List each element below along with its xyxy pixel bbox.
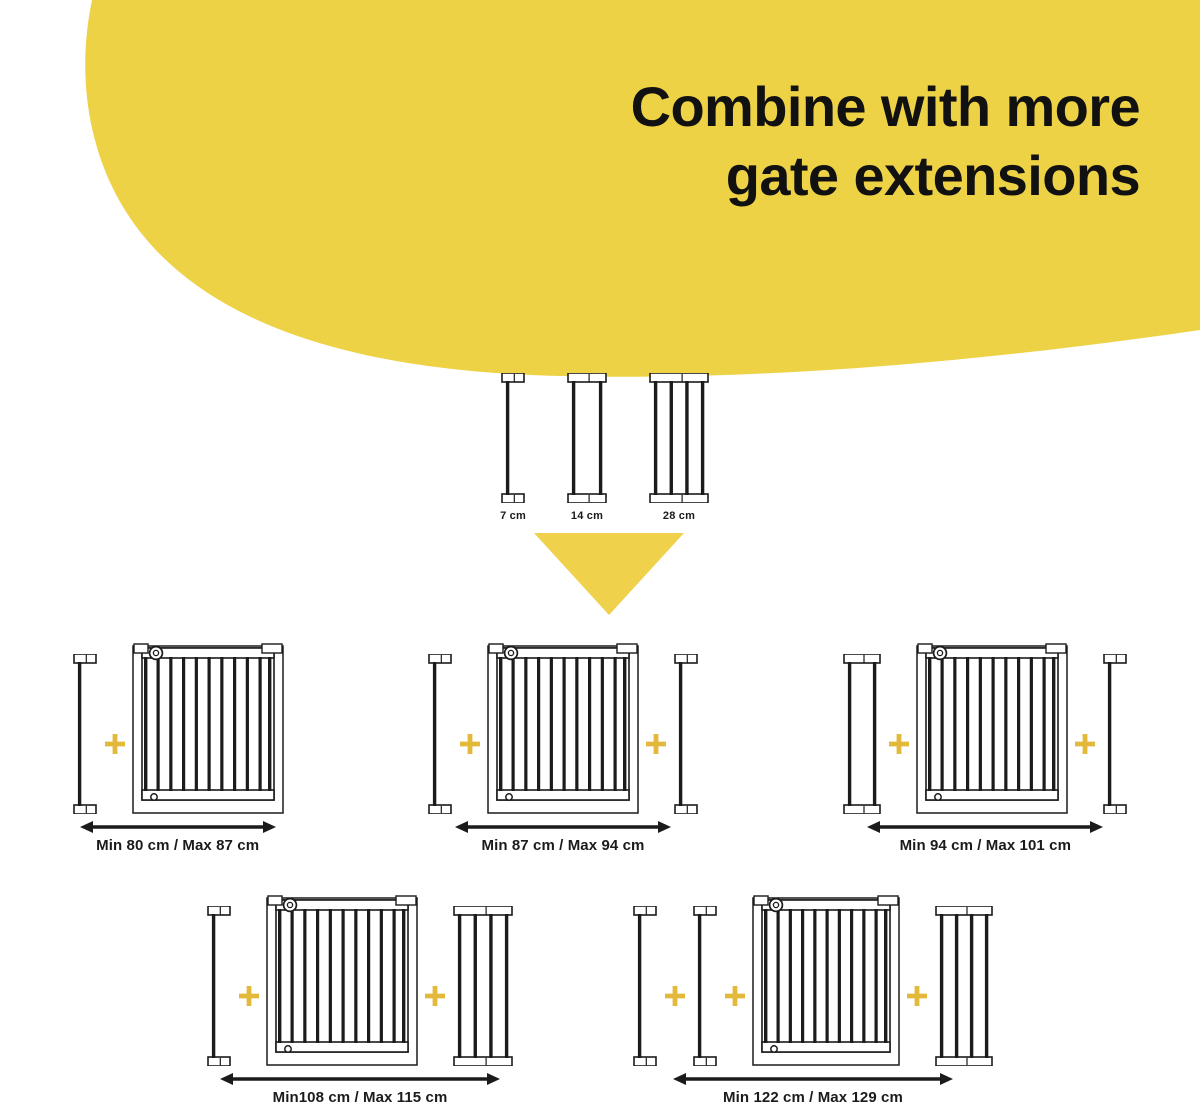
safety-gate-piece [752,895,900,1066]
gate-extension-piece [693,906,717,1066]
dimension-arrow [867,821,1104,833]
hero-banner: Combine with more gate extensions [0,0,1200,400]
gate-extension-piece [428,654,452,814]
plus-icon [889,734,910,754]
dimension-arrow [454,821,671,833]
safety-gate-piece [487,643,639,814]
extension-art-14cm [567,373,607,503]
page-title-line-2: gate extensions [725,144,1141,208]
configuration-row-bottom: Min108 cm / Max 115 cm Min 122 cm / Max 1… [0,888,1200,1106]
plus-icon [907,986,927,1006]
gate-configuration: Min 122 cm / Max 129 cm [632,888,994,1106]
extension-art-7cm [501,373,525,503]
dimension-label: Min 80 cm / Max 87 cm [96,837,260,854]
gate-configuration: Min108 cm / Max 115 cm [206,888,514,1106]
gate-configuration: Min 94 cm / Max 101 cm [842,636,1128,854]
plus-icon [665,986,685,1006]
plus-icon [425,986,445,1006]
configuration-art [632,888,994,1066]
dimension-label: Min 94 cm / Max 101 cm [899,837,1072,854]
gate-extension-piece [935,906,993,1066]
dimension-group: Min 87 cm / Max 94 cm [454,820,671,854]
extension-swatch-strip: 7 cm 14 cm 28 cm [500,362,710,522]
page-title-line-1: Combine with more [630,75,1141,138]
configuration-art [842,636,1128,814]
gate-extension-piece [633,906,657,1066]
plus-icon [104,734,125,754]
configuration-row-top: Min 80 cm / Max 87 cm Min 87 cm / Max 94 … [0,636,1200,854]
plus-icon [239,986,259,1006]
gate-extension-piece [207,906,231,1066]
dimension-group: Min 80 cm / Max 87 cm [79,820,276,854]
triangle-down-icon [534,533,684,615]
dimension-label: Min 87 cm / Max 94 cm [481,837,645,854]
gate-extension-piece [674,654,698,814]
plus-icon [459,734,480,754]
dimension-label: Min 122 cm / Max 129 cm [723,1089,903,1106]
gate-extension-piece [72,654,97,814]
configuration-art [206,888,514,1066]
extension-swatch: 14 cm [566,373,608,522]
configuration-art [427,636,699,814]
extension-size-label: 28 cm [662,510,696,522]
gate-configuration: Min 87 cm / Max 94 cm [427,636,699,854]
dimension-group: Min 94 cm / Max 101 cm [867,820,1104,854]
gate-extension-piece [1103,654,1128,814]
gate-extension-piece [453,906,513,1066]
extension-size-label: 14 cm [570,510,604,522]
gate-extension-piece [843,654,882,814]
plus-icon [1075,734,1096,754]
dimension-label: Min108 cm / Max 115 cm [272,1089,448,1106]
extension-size-label: 7 cm [500,510,526,522]
safety-gate-piece [131,643,284,814]
page-title: Combine with more gate extensions [420,72,1141,211]
plus-icon [645,734,666,754]
extension-art-28cm [649,373,709,503]
dimension-arrow [673,1073,953,1085]
configuration-art [72,636,284,814]
extension-swatch: 7 cm [500,373,526,522]
safety-gate-piece [916,643,1069,814]
dimension-group: Min 122 cm / Max 129 cm [673,1072,953,1106]
dimension-group: Min108 cm / Max 115 cm [220,1072,500,1106]
plus-icon [725,986,745,1006]
extension-swatch: 28 cm [648,373,710,522]
dimension-arrow [220,1073,500,1085]
yellow-blob-shape [85,0,1200,377]
dimension-arrow [79,821,276,833]
gate-configuration: Min 80 cm / Max 87 cm [72,636,284,854]
safety-gate-piece [266,895,418,1066]
